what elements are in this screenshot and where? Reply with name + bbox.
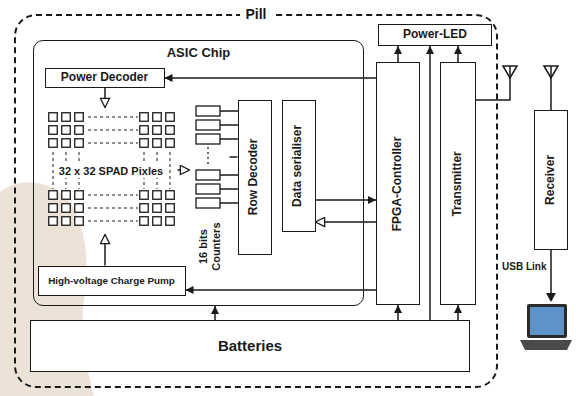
process-box: Data serialiser — [282, 100, 316, 232]
node-label: Power Decoder — [61, 71, 148, 85]
node-label: 32 x 32 SPAD Pixles — [56, 164, 166, 179]
connector — [214, 306, 216, 320]
connector — [104, 88, 106, 108]
node-label: Pill — [240, 6, 271, 22]
node-label: Receiver — [544, 155, 558, 205]
node-label: ASIC Chip — [167, 46, 231, 61]
node-label: Data serialiser — [292, 124, 306, 206]
node-label: Transmitter — [451, 151, 465, 216]
node-label: Power-LED — [403, 28, 467, 42]
counter-registers — [196, 106, 238, 208]
connector — [165, 77, 377, 79]
asic-chip: ASIC ChipPower Decoder 32 x 32 SPAD Pixle… — [33, 40, 364, 306]
link-label-holder: USB Link — [501, 256, 547, 274]
pill-outline: PillASIC ChipPower Decoder32 x 32 SPAD P… — [14, 14, 498, 388]
battery-box: Batteries — [30, 320, 470, 372]
controller-box: FPGA-Controller — [376, 62, 420, 305]
usb-link-arrow — [546, 250, 556, 302]
process-box: Power-LED — [378, 24, 492, 46]
connector — [397, 46, 399, 62]
connector — [429, 46, 431, 320]
node-label: Batteries — [218, 337, 282, 354]
receiver-box: Receiver — [534, 110, 568, 250]
laptop-icon — [520, 304, 572, 350]
connector — [457, 305, 459, 320]
process-box: Power Decoder — [45, 68, 165, 88]
process-box: High-voltage Charge Pump — [38, 266, 186, 296]
connector — [316, 199, 377, 201]
node-label: Row Decoder — [248, 139, 262, 216]
node-label: High-voltage Charge Pump — [48, 275, 175, 286]
link-label: USB Link — [501, 261, 547, 272]
connector — [178, 169, 190, 171]
connector — [316, 221, 377, 223]
connector — [186, 289, 377, 291]
counter-stack: 16 bits Counters — [190, 100, 230, 285]
receive-antenna — [544, 66, 558, 110]
connector — [457, 46, 459, 62]
process-box: Transmitter — [440, 62, 476, 305]
connector — [397, 305, 399, 320]
spad-pixel-grid — [48, 112, 178, 229]
node-label: FPGA-Controller — [391, 136, 405, 231]
connector — [230, 156, 238, 158]
connector — [104, 235, 106, 266]
process-box: Row Decoder — [238, 100, 272, 255]
node-label: 16 bits Counters — [197, 215, 222, 277]
pixel-array: 32 x 32 SPAD Pixles — [45, 108, 178, 235]
